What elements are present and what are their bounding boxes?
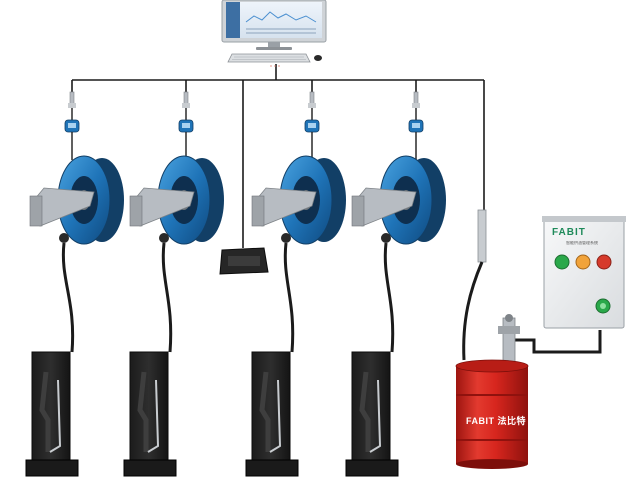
stations-layer [25, 91, 446, 477]
orange-gauge-indicator[interactable] [575, 254, 591, 270]
valve-body [182, 103, 190, 108]
drum-brand-label: FABIT 法比特 [466, 416, 526, 426]
pump-wand [477, 209, 487, 263]
nozzle-spout [269, 379, 282, 453]
drum-bottom [456, 459, 528, 469]
dispensing-hose [61, 242, 75, 353]
hose-guide-roller [281, 233, 291, 243]
hose-guide-roller [59, 233, 69, 243]
nozzle-stand [31, 351, 71, 463]
flow-meter-display [308, 123, 316, 128]
station-2 [123, 91, 224, 477]
flow-meter-display [182, 123, 190, 128]
nozzle-stand [251, 351, 291, 463]
screen-sidebar [226, 2, 240, 38]
flow-meter-display [412, 123, 420, 128]
control-panel-top [542, 216, 626, 222]
station-4 [345, 91, 446, 477]
station-1 [25, 91, 124, 477]
nozzle-stand [129, 351, 169, 463]
hub-module [219, 247, 269, 275]
panel-supply-line [512, 330, 602, 354]
valve-stem [413, 91, 419, 105]
nozzle-gun [359, 371, 371, 452]
control-panel-caption: 智能供油管理系统 [566, 241, 598, 245]
valve-body [308, 103, 316, 108]
nozzle-spout [369, 379, 382, 453]
wall-bracket [129, 195, 143, 227]
screen-row [246, 28, 316, 30]
control-panel-brand: FABIT [552, 227, 586, 238]
oil-drum [455, 359, 529, 469]
keyboard [227, 53, 311, 63]
monitor-neck [268, 42, 280, 48]
valve-stem [183, 91, 189, 105]
dispensing-hose [283, 242, 295, 353]
dispensing-hose [383, 242, 395, 353]
drum-body [456, 366, 528, 464]
valve-stem [309, 91, 315, 105]
nozzle-spout [147, 379, 160, 453]
drum-pump-cap [505, 314, 513, 322]
nozzle-gun [137, 371, 149, 452]
nozzle-gun [259, 371, 271, 452]
monitor-base [256, 47, 292, 50]
screen-trend-line [245, 11, 317, 23]
hub-module-screen [228, 256, 260, 266]
nozzle-spout [49, 379, 62, 453]
drum-pump-head [498, 326, 520, 334]
mouse [314, 55, 322, 61]
pump-hose [462, 261, 484, 361]
pump-assembly [462, 209, 602, 365]
drip-tray [345, 459, 399, 477]
drip-tray [245, 459, 299, 477]
green-lamp-indicator[interactable] [554, 254, 570, 270]
control-panel [542, 216, 626, 329]
wall-bracket [251, 195, 265, 227]
flow-meter-display [68, 123, 76, 128]
red-lamp-indicator[interactable] [596, 254, 612, 270]
drip-tray [25, 459, 79, 477]
nozzle-stand [351, 351, 391, 463]
hose-guide-roller [159, 233, 169, 243]
wall-bracket [351, 195, 365, 227]
drum-lid [455, 359, 529, 373]
drum-pump-body [502, 317, 516, 365]
drip-tray [123, 459, 177, 477]
wall-bracket [29, 195, 43, 227]
valve-body [68, 103, 76, 108]
valve-stem [69, 91, 75, 105]
nozzle-gun [39, 371, 51, 452]
central-terminal [221, 0, 327, 63]
valve-body [412, 103, 420, 108]
screen-row [246, 32, 316, 34]
dispensing-hose [161, 242, 173, 353]
network-wiring [71, 64, 485, 248]
station-3 [245, 91, 346, 477]
start-button-highlight [600, 303, 606, 309]
hose-guide-roller [381, 233, 391, 243]
